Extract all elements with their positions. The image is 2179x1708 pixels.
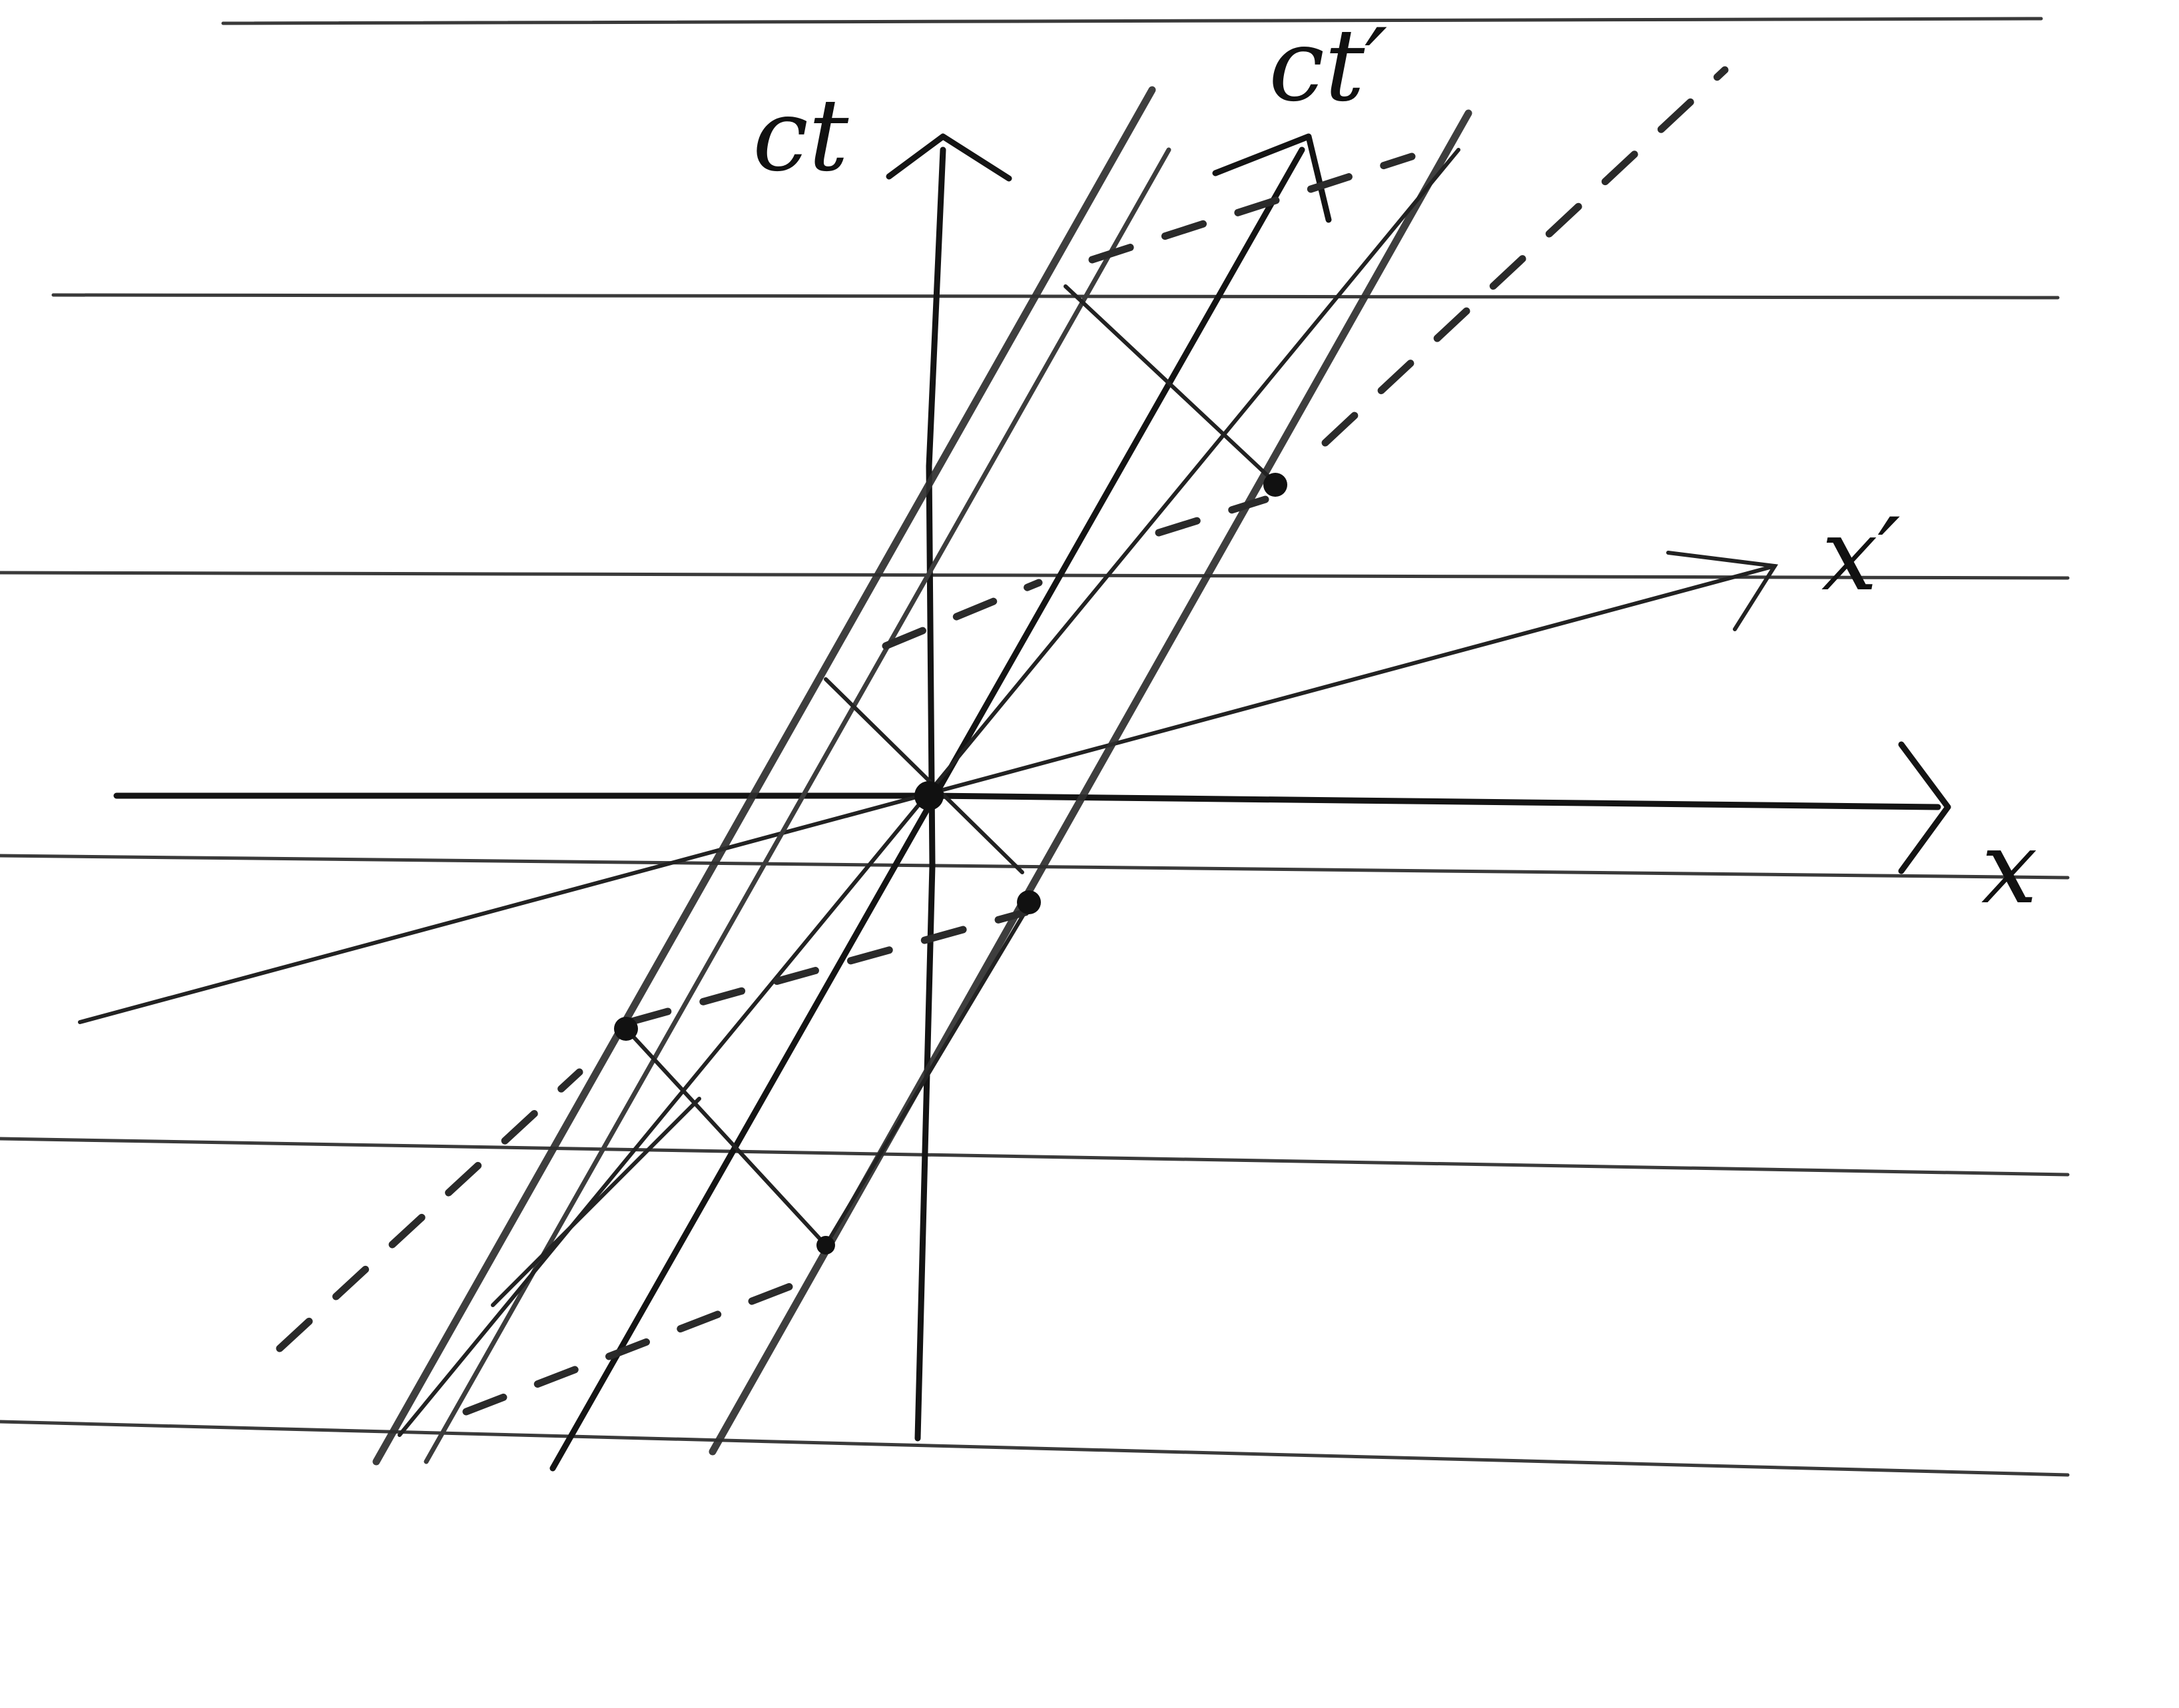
dashed-lines: [276, 66, 1729, 1416]
ruled-line: [0, 1420, 2070, 1477]
ruled-line: [0, 854, 2070, 880]
worldline-right: [709, 109, 1472, 1456]
event-point: [816, 1236, 835, 1255]
event-point-origin: [914, 781, 944, 810]
event-point: [614, 1017, 638, 1041]
dashed-line-bottom: [462, 1271, 823, 1416]
ct-prime-label: ct′: [1269, 8, 1387, 124]
x-prime-label: x′: [1821, 497, 1901, 613]
worldlines: [372, 86, 1472, 1466]
light-ray: [1064, 284, 1277, 485]
dashed-line-upper: [1088, 152, 1416, 264]
worldline-left: [372, 86, 1156, 1466]
dashed-line-center: [882, 579, 1043, 650]
dashed-line-lower: [625, 908, 1030, 1026]
ct-prime-axis-arrowhead: [1212, 133, 1332, 223]
light-ray: [824, 904, 1031, 1247]
light-ray: [491, 1097, 701, 1307]
ruled-line: [0, 571, 2070, 580]
notebook-rules: [0, 17, 2070, 1477]
event-point: [1017, 890, 1041, 914]
dashed-line-middle: [1155, 495, 1269, 537]
event-point: [1263, 473, 1287, 497]
ct-label: ct: [753, 78, 849, 194]
dashed-line-upper-right: [1321, 66, 1729, 447]
ct-axis: [886, 133, 1012, 1442]
light-ray: [624, 1027, 828, 1247]
ruled-line: [221, 17, 2043, 25]
light-ray: [824, 677, 1024, 874]
worldline-extra: [424, 147, 1171, 1464]
ruled-line: [0, 1137, 2070, 1177]
x-axis: [113, 741, 1951, 874]
dashed-line-lower-left: [276, 1068, 583, 1352]
x-axis-arrowhead: [1898, 741, 1951, 874]
event-points: [614, 473, 1287, 1255]
x-label: x: [1981, 810, 2038, 926]
ct-axis-arrowhead: [886, 133, 1012, 182]
x-prime-axis-arrowhead: [1666, 551, 1779, 631]
ruled-line: [51, 293, 2060, 300]
